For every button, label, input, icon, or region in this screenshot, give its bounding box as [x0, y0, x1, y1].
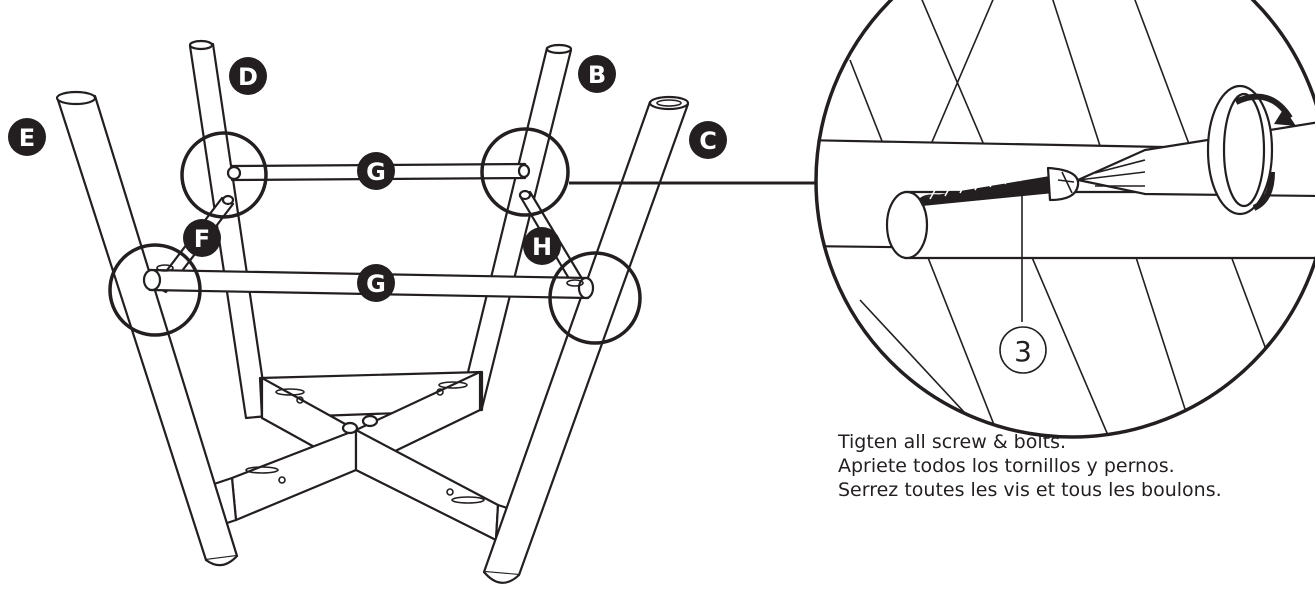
label-badge-g-lower: G: [357, 264, 395, 302]
rotation-arrow-icon: [1234, 93, 1296, 211]
instruction-spanish: Apriete todos los tornillos y pernos.: [838, 455, 1175, 477]
label-badge-f: F: [183, 219, 221, 257]
leg-e: [55, 90, 239, 567]
svg-text:C: C: [699, 127, 717, 155]
zoom-detail: 3: [814, 0, 1315, 439]
label-badge-e: E: [8, 118, 46, 156]
svg-text:D: D: [238, 63, 258, 91]
screwdriver: [1076, 84, 1315, 216]
instruction-french: Serrez toutes les vis et tous les boulon…: [838, 479, 1222, 501]
instruction-english: Tigten all screw & bolts.: [838, 431, 1067, 453]
label-badge-g-upper: G: [357, 152, 395, 190]
svg-text:3: 3: [1014, 335, 1032, 368]
label-badge-c: C: [689, 121, 727, 159]
svg-text:E: E: [19, 124, 35, 152]
leg-c: [482, 95, 690, 584]
label-badge-d: D: [229, 57, 267, 95]
detail-circle-lower-right: [548, 251, 642, 345]
label-badge-h: H: [523, 227, 561, 265]
screw: [918, 166, 1080, 206]
detail-circle-lower-left: [108, 243, 202, 337]
detail-circle-upper-right: [480, 127, 570, 217]
svg-text:F: F: [194, 225, 210, 253]
detail-circle-upper-left: [180, 131, 268, 219]
item-number-badge: 3: [999, 326, 1047, 374]
svg-text:B: B: [588, 61, 606, 89]
svg-text:G: G: [366, 270, 386, 298]
stool-assembly: D B E C G F H G: [8, 39, 727, 584]
zoom-circle: [814, 0, 1315, 439]
leg-b: [458, 43, 573, 410]
svg-text:G: G: [366, 158, 386, 186]
label-badge-b: B: [578, 55, 616, 93]
svg-text:H: H: [532, 233, 552, 261]
instruction-text: Tigten all screw & bolts. Apriete todos …: [838, 430, 1222, 502]
